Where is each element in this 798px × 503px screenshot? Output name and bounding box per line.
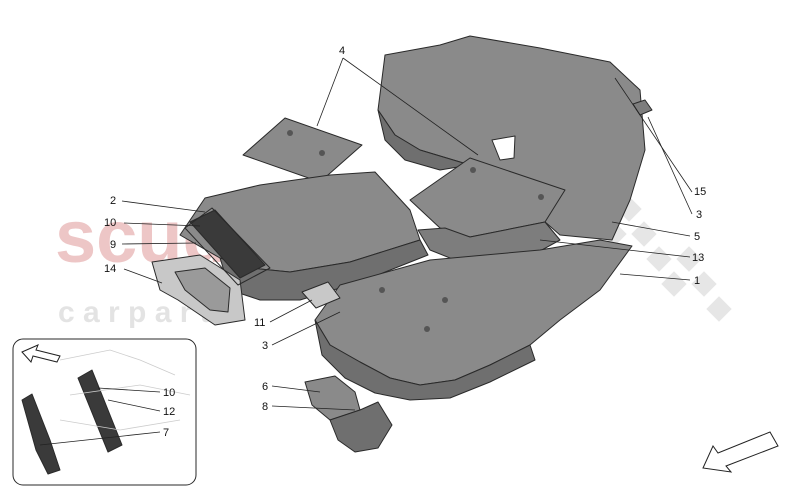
carpet-fastener (379, 287, 385, 293)
callout-3-right: 3 (696, 209, 702, 221)
bulkhead-notch (491, 135, 516, 161)
bracket-11 (301, 281, 341, 309)
callout-14: 14 (104, 263, 116, 275)
mat-fastener (287, 130, 293, 136)
detail-inset (12, 338, 197, 486)
inset-background-lines (59, 349, 191, 431)
pedal-bracket-inner (174, 267, 231, 313)
leader-lines (39, 57, 693, 446)
callout-10: 10 (104, 217, 116, 229)
inset-pedal-arm (21, 393, 61, 475)
callout-1: 1 (694, 275, 700, 287)
pedal-pad-10 (189, 209, 266, 279)
mat-fastener (538, 194, 544, 200)
main-floor-carpet-wall (314, 319, 536, 401)
carpet-fastener (424, 326, 430, 332)
left-floor-tray-wall (219, 239, 429, 301)
callout-9: 9 (110, 239, 116, 251)
callout-5: 5 (694, 231, 700, 243)
mat-fastener (319, 150, 325, 156)
callout-labels: 4 2 10 9 14 11 3 15 3 5 13 1 6 8 10 12 7 (104, 45, 706, 439)
mat-fastener (470, 167, 476, 173)
carpet-fastener (442, 297, 448, 303)
arrow-up-left-icon (21, 344, 61, 363)
callout-13: 13 (692, 252, 704, 264)
rear-bulkhead-fold (377, 109, 471, 171)
arrow-down-left-icon (702, 431, 779, 473)
callout-4: 4 (339, 45, 345, 57)
mat-4-upper (242, 117, 363, 183)
callout-10-inset: 10 (163, 387, 175, 399)
pedal-pad-frame-9 (184, 207, 271, 286)
inset-pedal-pad (77, 369, 123, 453)
callout-2: 2 (110, 195, 116, 207)
callout-12: 12 (163, 406, 175, 418)
floor-mat-8 (329, 401, 393, 453)
callout-6: 6 (262, 381, 268, 393)
callout-15: 15 (694, 186, 706, 198)
callout-11: 11 (254, 317, 265, 329)
callout-8: 8 (262, 401, 268, 413)
callout-3-left: 3 (262, 340, 268, 352)
callout-7: 7 (163, 427, 169, 439)
